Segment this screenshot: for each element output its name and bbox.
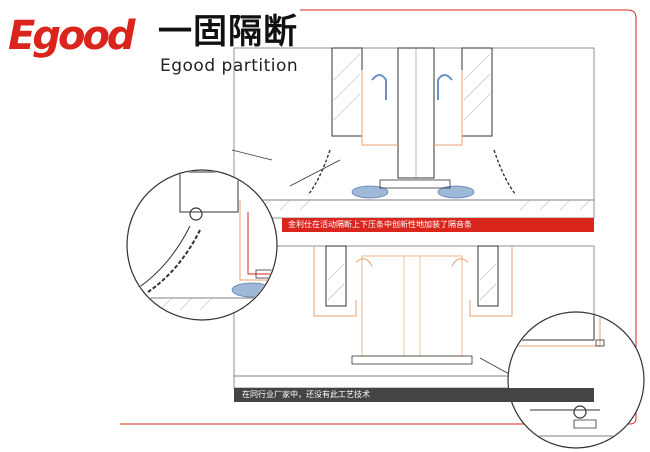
right-detail-magnifier (479, 311, 645, 449)
bottom-caption: 在同行业厂家中，还没有此工艺技术 (234, 388, 594, 402)
left-detail-magnifier (126, 149, 341, 321)
brand-chinese-name: 一固隔断 (158, 12, 298, 52)
brand-english-name: Egood partition (160, 56, 299, 76)
upper-section-drawing (233, 47, 595, 219)
brand-header: Egood 一固隔断 Egood partition (8, 12, 308, 78)
top-caption: 金利仕在活动隔断上下压条中创新性地加装了隔音条 (282, 218, 594, 232)
brand-logo: Egood (8, 13, 136, 59)
